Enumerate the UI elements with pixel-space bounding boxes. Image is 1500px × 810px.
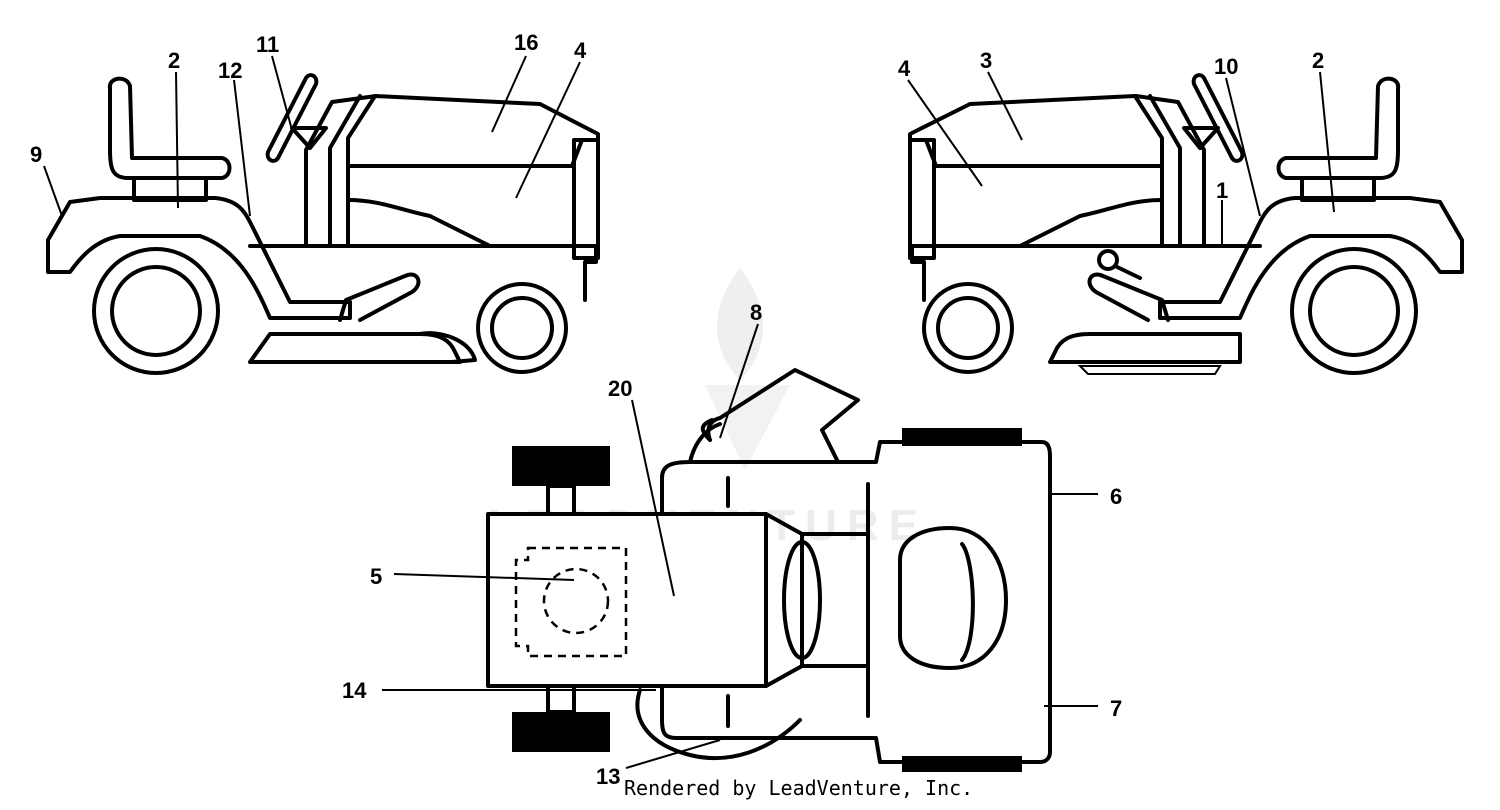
leader-lines: [43, 55, 1335, 769]
callout-8-top: 8: [750, 300, 762, 325]
top-view: [486, 368, 1052, 772]
render-credit: Rendered by LeadVenture, Inc.: [624, 776, 974, 800]
callout-1-right: 1: [1216, 178, 1228, 203]
callout-4-left: 4: [574, 38, 587, 63]
callout-7-top: 7: [1110, 696, 1122, 721]
callout-2-left: 2: [168, 48, 180, 73]
callout-2-right: 2: [1312, 48, 1324, 73]
callout-20-top: 20: [608, 376, 632, 401]
callout-numbers: 9 2 12 11 16 4 4 3 10 2 1 8 20 5 14 13 6…: [30, 30, 1324, 789]
callout-14-top: 14: [342, 678, 367, 703]
callout-3-right: 3: [980, 48, 992, 73]
callout-6-top: 6: [1110, 484, 1122, 509]
callout-5-top: 5: [370, 564, 382, 589]
callout-13-top: 13: [596, 764, 620, 789]
callout-11-left: 11: [256, 32, 279, 57]
callout-10-right: 10: [1214, 54, 1238, 79]
callout-9-left: 9: [30, 142, 42, 167]
watermark: LEADVENTURE: [488, 268, 918, 550]
left-side-view: [46, 73, 600, 375]
callout-16-left: 16: [514, 30, 538, 55]
callout-12-left: 12: [218, 58, 242, 83]
callout-4-right: 4: [898, 56, 911, 81]
right-side-view: [908, 73, 1464, 375]
